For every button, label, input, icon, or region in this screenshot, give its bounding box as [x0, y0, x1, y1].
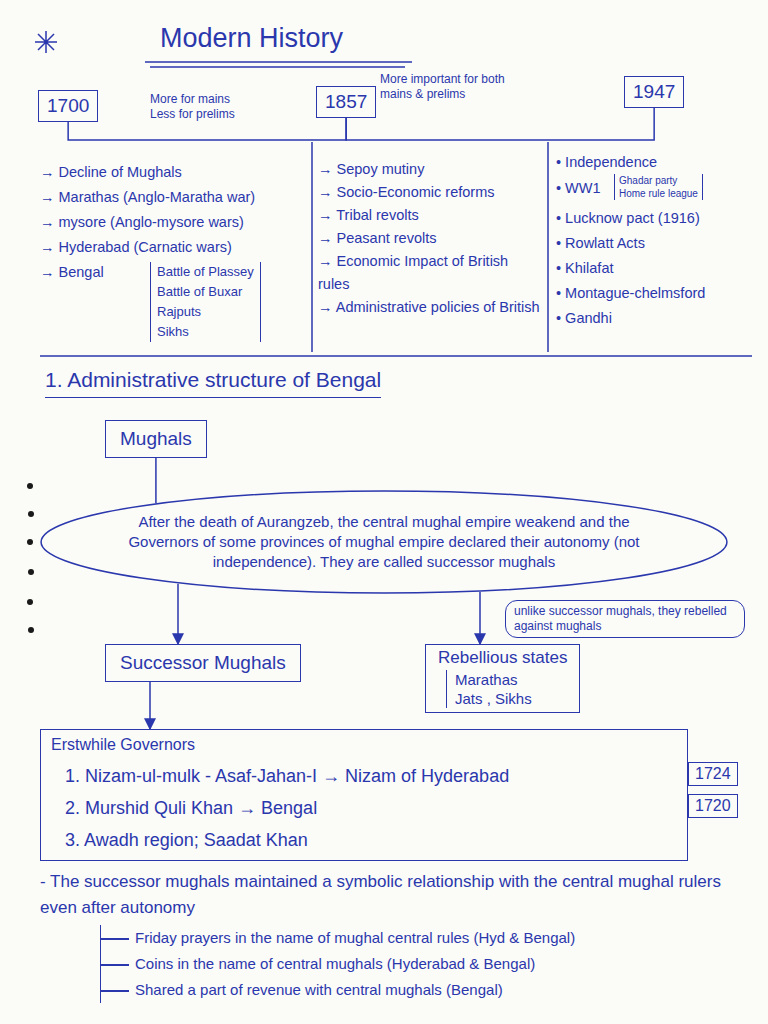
year-box: 1700: [38, 90, 98, 122]
node-text: unlike successor mughals, they rebelled …: [514, 604, 736, 634]
node-text: Successor Mughals: [120, 651, 286, 675]
node-text: Rebellious states: [438, 648, 567, 668]
year-box: 1724: [688, 762, 738, 786]
section-heading: 1. Administrative structure of Bengal: [45, 366, 381, 398]
margin-note: More for mains Less for prelims: [150, 92, 255, 122]
margin-note: More important for both mains & prelims: [380, 72, 515, 102]
connector-arrow: [155, 458, 157, 503]
note-text: More for mains Less for prelims: [150, 92, 255, 122]
binding-hole: [27, 539, 33, 545]
process-box: Mughals: [105, 420, 207, 458]
bracket-list: Battle of PlasseyBattle of BuxarRajputsS…: [150, 262, 261, 342]
bracket-list: Ghadar partyHome rule league: [614, 174, 703, 200]
note-text: More important for both mains & prelims: [380, 72, 515, 102]
node-text: After the death of Aurangzeb, the centra…: [109, 512, 659, 572]
topic-list: • Independence: [556, 150, 756, 174]
topic-list: → Sepoy mutiny→ Socio-Economic reforms→ …: [318, 158, 540, 319]
title-underline: [145, 61, 412, 63]
note-box: unlike successor mughals, they rebelled …: [505, 600, 745, 638]
binding-hole: [27, 599, 33, 605]
note-text: → Tribal revolts: [318, 204, 540, 227]
column-divider: [311, 142, 313, 352]
node-text: 1947: [633, 80, 675, 104]
note-text: Home rule league: [619, 187, 698, 200]
column-divider: [547, 142, 549, 352]
node-text: Erstwhile Governors: [51, 734, 677, 756]
note-text: - The successor mughals maintained a sym…: [40, 869, 760, 921]
node-item-text: 1. Nizam-ul-mulk - Asaf-Jahan-I → Nizam …: [51, 764, 677, 788]
year-box: 1947: [624, 76, 684, 108]
body-note: - The successor mughals maintained a sym…: [40, 869, 760, 921]
note-text: Friday prayers in the name of mughal cen…: [101, 925, 741, 951]
node-text: 1857: [325, 90, 367, 114]
node-item-text: 3. Awadh region; Saadat Khan: [51, 828, 677, 852]
note-text: Ghadar party: [619, 174, 698, 187]
note-text: → Socio-Economic reforms: [318, 181, 540, 204]
section-divider: [40, 355, 752, 357]
connector-arrow: [479, 592, 481, 644]
node-item-text: 2. Murshid Quli Khan → Bengal: [51, 796, 677, 820]
list-box: Erstwhile Governors 1. Nizam-ul-mulk - As…: [40, 729, 688, 861]
note-text: • Khilafat: [556, 256, 756, 281]
note-text: Sikhs: [157, 322, 254, 342]
binding-hole: [28, 569, 34, 575]
ink-lines: [35, 31, 752, 356]
note-text: • Gandhi: [556, 306, 756, 331]
group-box: Rebellious statesMarathasJats , Sikhs: [425, 644, 580, 713]
node-text: 1720: [695, 796, 731, 816]
note-text: • Independence: [556, 150, 756, 174]
note-text: → Peasant revolts: [318, 227, 540, 250]
note-text: → Administrative policies of British: [318, 296, 540, 319]
asterisk-mark: [35, 31, 57, 53]
year-box: 1720: [688, 794, 738, 818]
node-text: 1724: [695, 764, 731, 784]
topic-list: • Lucknow pact (1916)• Rowlatt Acts• Khi…: [556, 206, 756, 331]
note-text: Shared a part of revenue with central mu…: [101, 977, 741, 1003]
note-text: → Hyderabad (Carnatic wars): [40, 235, 305, 260]
node-text: Mughals: [120, 427, 192, 451]
binding-hole: [27, 483, 33, 489]
bracket: MarathasJats , Sikhs: [446, 670, 567, 708]
node-item-text: Marathas: [455, 670, 567, 689]
note-text: • WW1: [556, 176, 601, 200]
binding-holes: [27, 483, 34, 633]
timeline-line: [346, 108, 654, 140]
note-text: → mysore (Anglo-mysore wars): [40, 210, 305, 235]
note-text: → Economic Impact of British rules: [318, 250, 540, 296]
note-text: Battle of Plassey: [157, 262, 254, 282]
note-text: Rajputs: [157, 302, 254, 322]
binding-hole: [28, 511, 34, 517]
oval-note: After the death of Aurangzeb, the centra…: [39, 490, 729, 594]
note-text: • Rowlatt Acts: [556, 231, 756, 256]
bracket-list: Friday prayers in the name of mughal cen…: [100, 925, 741, 1003]
note-text: → Marathas (Anglo-Maratha war): [40, 185, 305, 210]
connector-arrow: [149, 682, 151, 729]
topic-list: • WW1: [556, 176, 601, 200]
timeline-line: [68, 118, 346, 140]
note-text: 1. Administrative structure of Bengal: [45, 366, 381, 398]
title-underline: [150, 66, 405, 68]
note-text: → Sepoy mutiny: [318, 158, 540, 181]
node-item-text: Jats , Sikhs: [455, 689, 567, 708]
process-box: Successor Mughals: [105, 644, 301, 682]
note-text: → Decline of Mughals: [40, 160, 305, 185]
note-text: Coins in the name of central mughals (Hy…: [101, 951, 741, 977]
year-box: 1857: [316, 86, 376, 118]
connector-arrow: [177, 584, 179, 644]
note-text: • Montague-chelmsford: [556, 281, 756, 306]
note-text: • Lucknow pact (1916): [556, 206, 756, 231]
page-title: Modern History: [160, 22, 343, 54]
node-text: 1700: [47, 94, 89, 118]
binding-hole: [28, 627, 34, 633]
note-text: Battle of Buxar: [157, 282, 254, 302]
oval-shape: [41, 491, 727, 593]
